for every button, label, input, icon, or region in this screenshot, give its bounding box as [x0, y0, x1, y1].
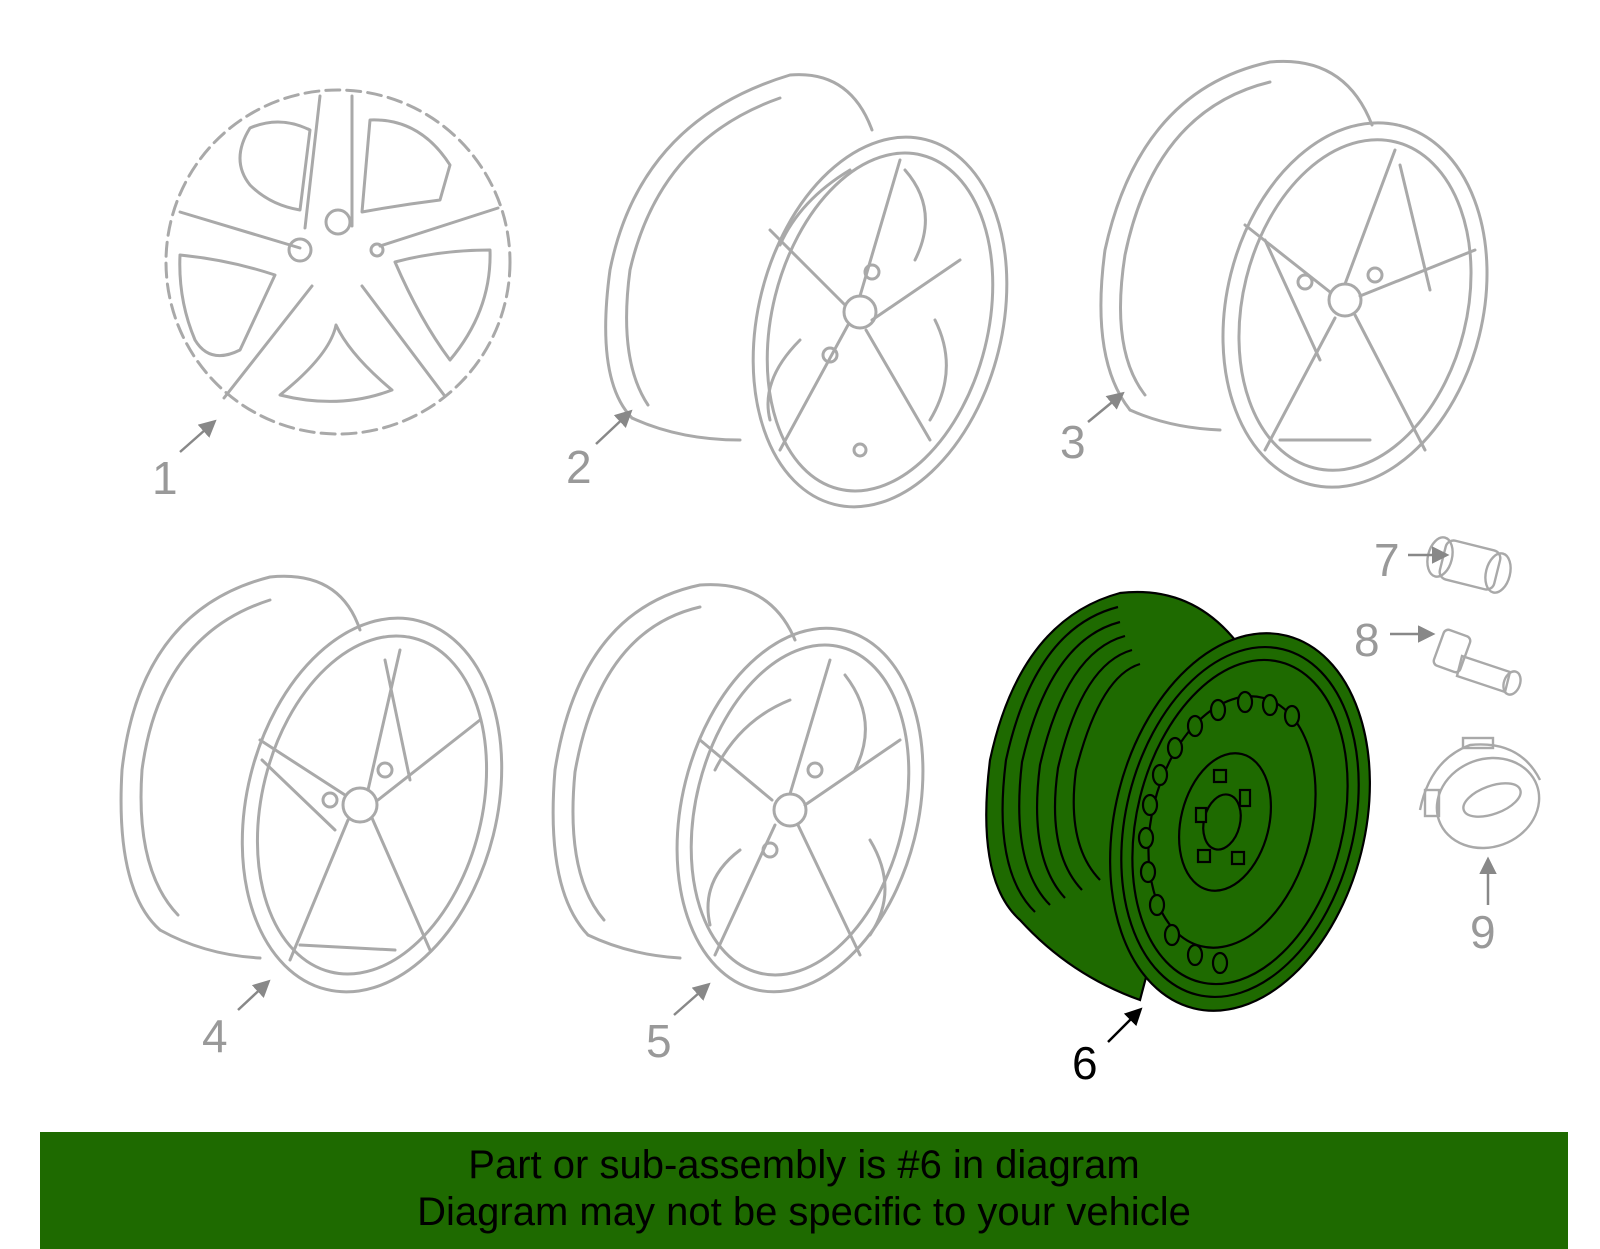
- callout-2: 2: [566, 441, 592, 493]
- info-banner: Part or sub-assembly is #6 in diagram Di…: [40, 1132, 1568, 1249]
- callout-9: 9: [1470, 906, 1496, 958]
- callout-3: 3: [1060, 416, 1086, 468]
- banner-part-line: Part or sub-assembly is #6 in diagram: [468, 1143, 1140, 1187]
- callout-4: 4: [202, 1010, 228, 1062]
- callout-7: 7: [1374, 534, 1400, 586]
- callout-5: 5: [646, 1015, 672, 1067]
- lug-nut-part-7[interactable]: [1424, 535, 1515, 596]
- wheel-part-3[interactable]: [1099, 59, 1524, 515]
- wheel-part-5[interactable]: [551, 583, 959, 1018]
- wheel-part-2[interactable]: [604, 73, 1044, 534]
- center-cap-part-9[interactable]: [1418, 736, 1552, 862]
- valve-stem-part-8[interactable]: [1432, 628, 1523, 697]
- callout-6: 6: [1072, 1037, 1098, 1089]
- wheel-part-6-highlighted[interactable]: [985, 590, 1407, 1039]
- wheel-part-4[interactable]: [119, 574, 539, 1019]
- callout-1: 1: [152, 452, 178, 504]
- callout-arrows: [179, 391, 1497, 1043]
- spare-vent-holes: [1137, 690, 1301, 975]
- callout-8: 8: [1354, 614, 1380, 666]
- wheel-part-1[interactable]: [164, 88, 512, 436]
- banner-disclaimer-line: Diagram may not be specific to your vehi…: [417, 1190, 1191, 1234]
